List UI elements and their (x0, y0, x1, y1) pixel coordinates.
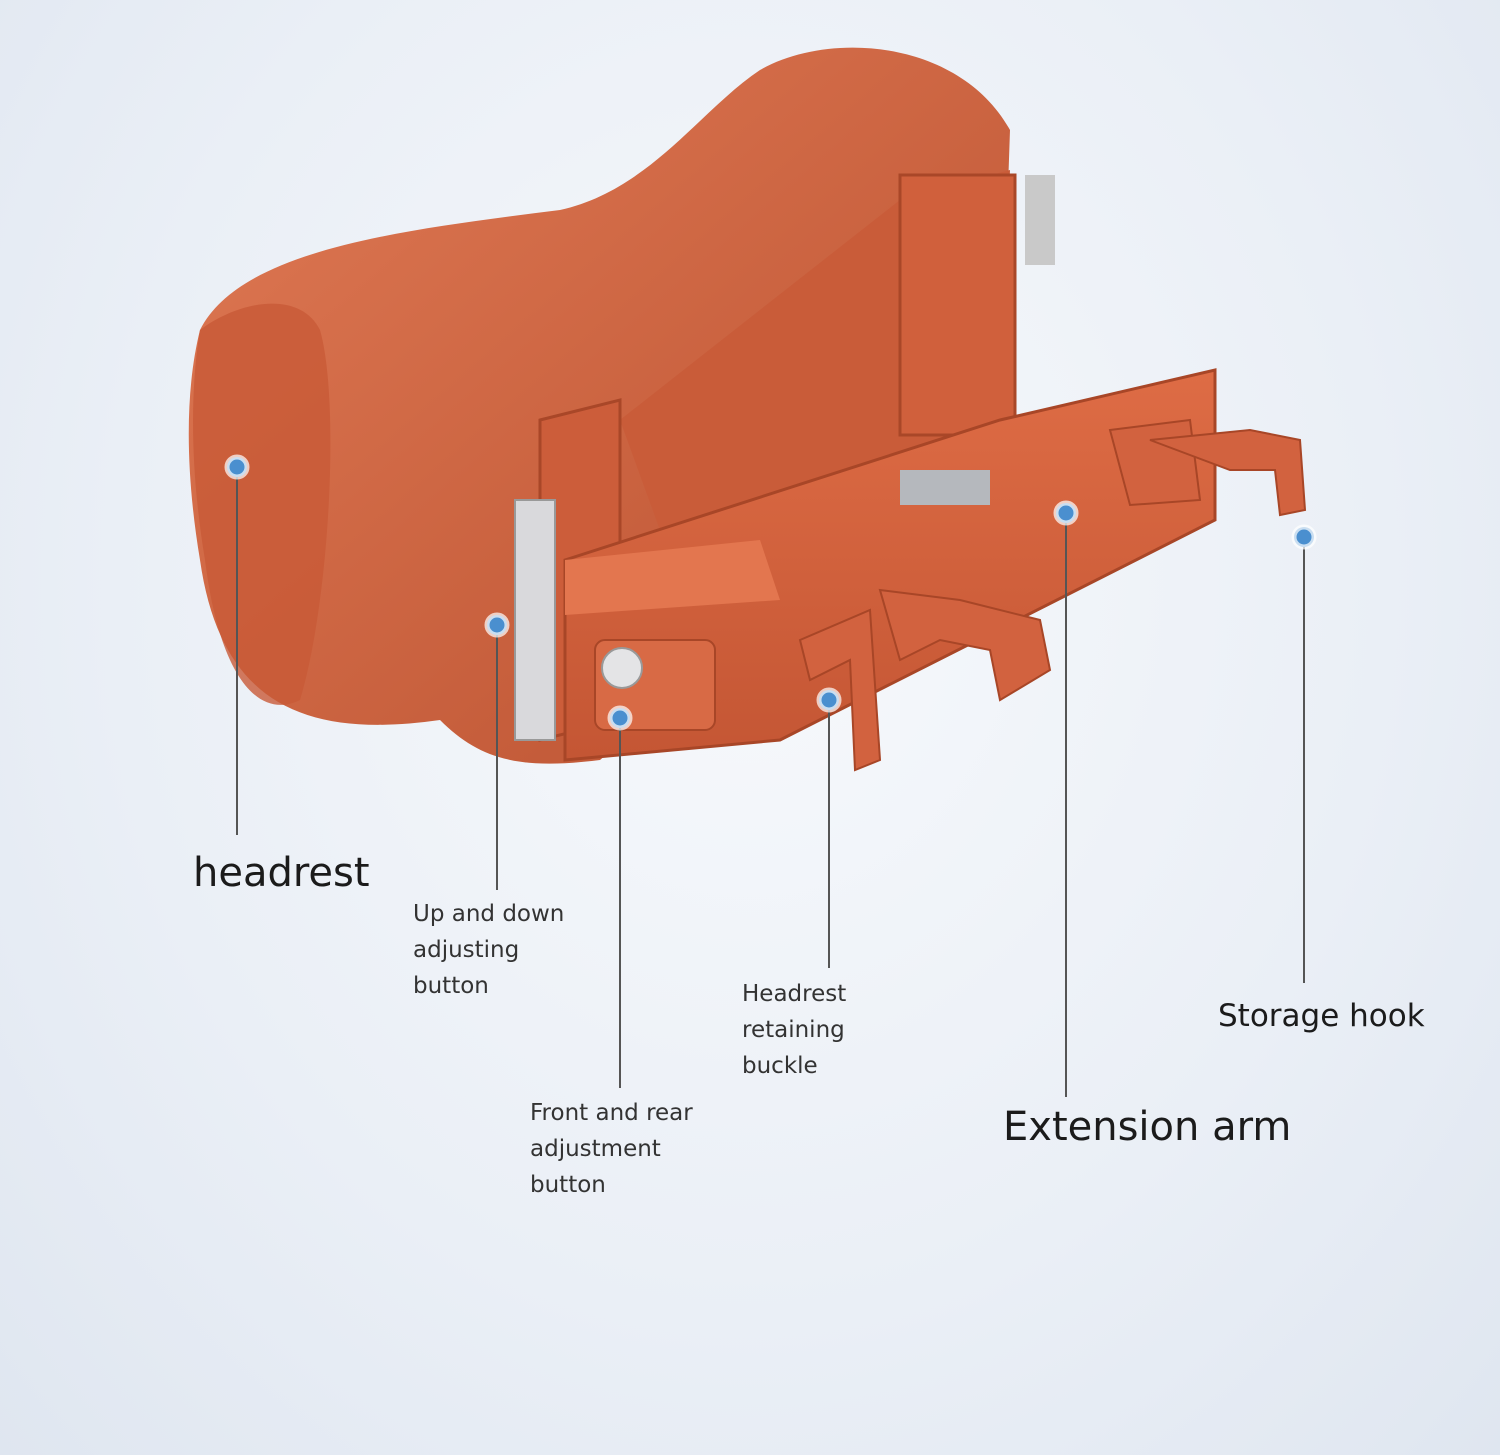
label-extension-arm: Extension arm (1003, 1104, 1292, 1150)
metal-plate (514, 499, 556, 741)
pillow-side (193, 303, 331, 705)
label-front-rear-button: Front and rear adjustment button (530, 1100, 693, 1198)
dot-buckle (816, 687, 842, 713)
label-up-down-button: Up and down adjusting button (413, 901, 565, 999)
dot-front-rear (607, 705, 633, 731)
hook-front (798, 608, 882, 772)
dot-extension (1053, 500, 1079, 526)
main-arm (563, 368, 1217, 762)
label-storage-hook: Storage hook (1218, 998, 1425, 1034)
dot-up-down (484, 612, 510, 638)
dot-hook (1291, 524, 1317, 550)
label-retaining-buckle: Headrest retaining buckle (742, 981, 847, 1079)
label-headrest: headrest (193, 850, 370, 896)
dot-headrest (224, 454, 250, 480)
